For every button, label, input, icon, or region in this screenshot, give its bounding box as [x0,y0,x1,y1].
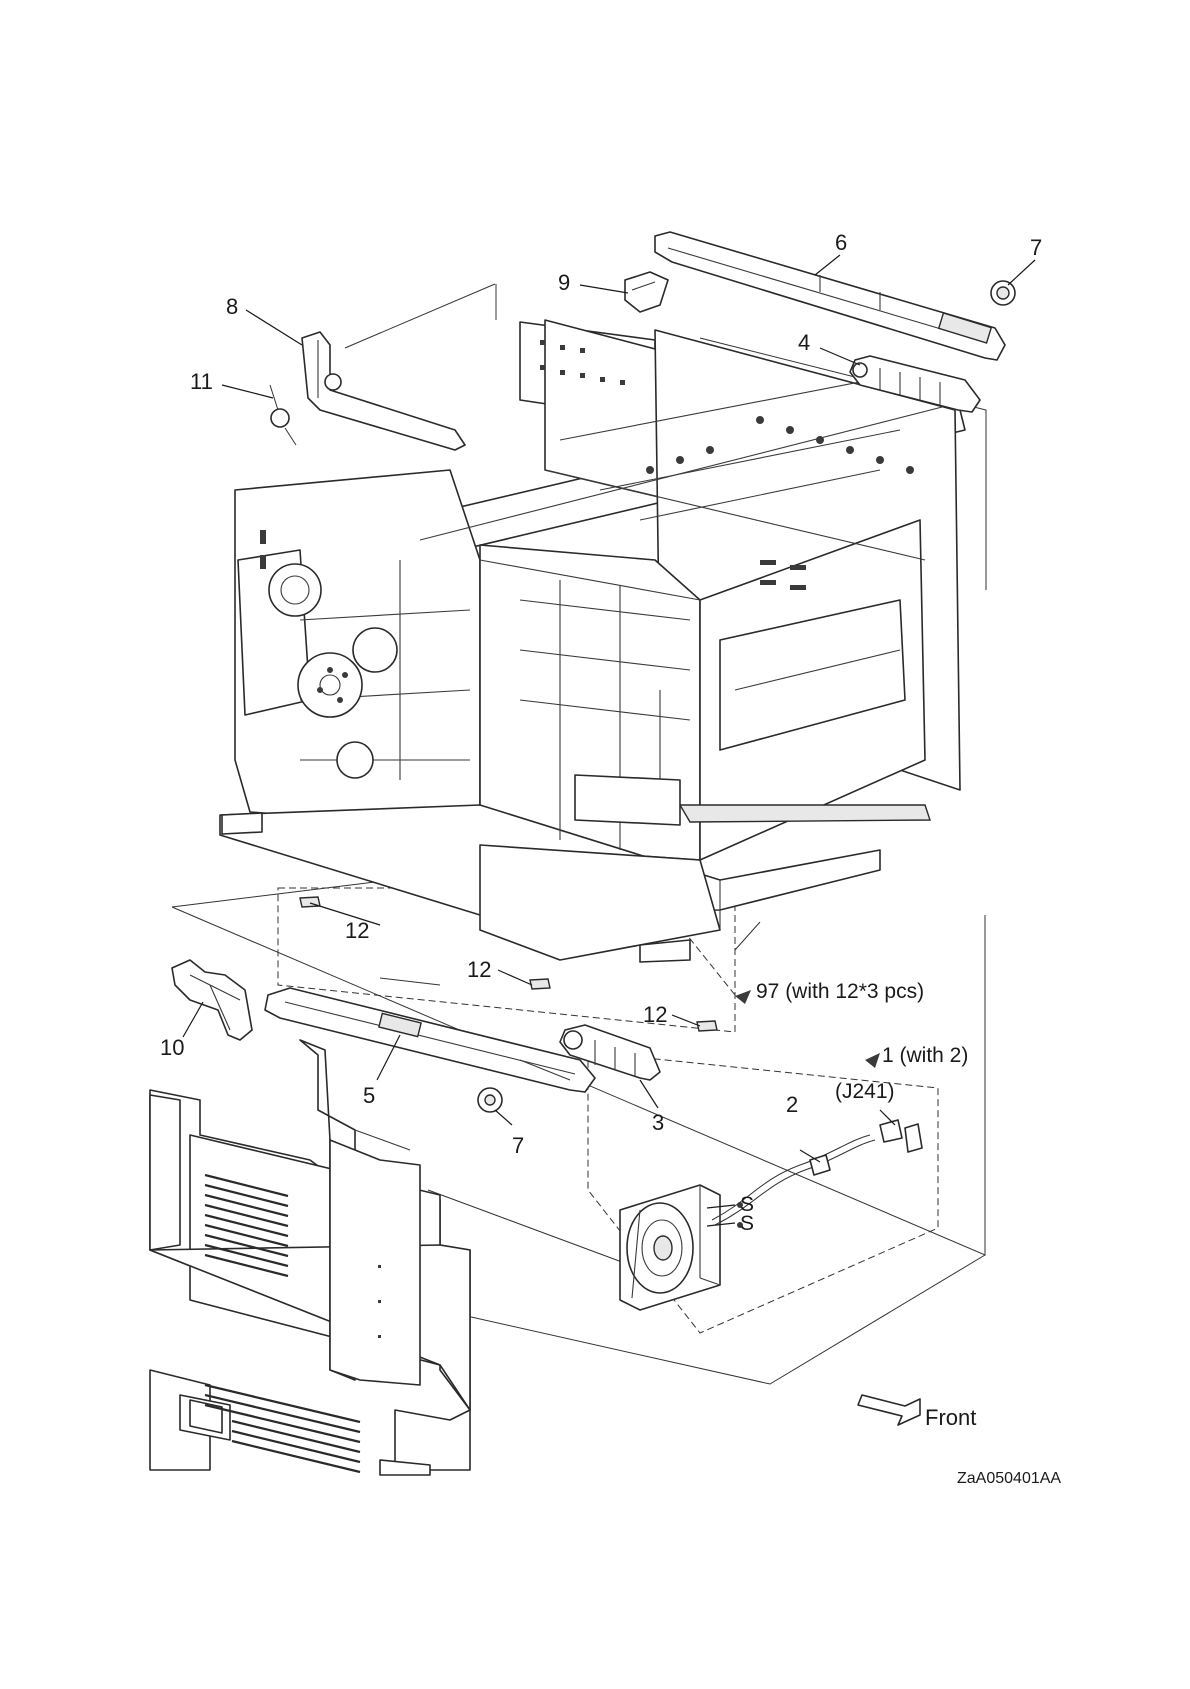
callout-2: 2 [786,1092,798,1117]
front-label: Front [925,1405,976,1430]
callout-5: 5 [363,1083,375,1108]
callout-7-bottom: 7 [512,1133,524,1158]
part-5-guide [265,988,595,1092]
callout-12-b: 12 [467,957,491,982]
callout-7-top: 7 [1030,235,1042,260]
screw-mark-2: S [740,1212,754,1235]
callout-8: 8 [226,294,238,319]
part-7-screw-bottom [478,1088,502,1112]
part-1-fan [620,1185,743,1310]
callout-1: 1 (with 2) [882,1044,968,1067]
callout-3: 3 [652,1110,664,1135]
callout-11: 11 [190,369,213,394]
callout-10: 10 [160,1035,184,1060]
callout-9: 9 [558,270,570,295]
arrow-97 [735,990,751,1004]
part-7-screw-top [991,281,1015,305]
part-9-clip [625,272,668,312]
rear-cover [150,1040,470,1475]
callout-6: 6 [835,230,847,255]
callout-4: 4 [798,330,810,355]
callout-97: 97 (with 12*3 pcs) [756,980,924,1003]
arrow-1 [865,1053,880,1068]
main-frame-assembly [220,320,965,962]
part-6-top-guide [655,232,1005,360]
callout-2-connector: (J241) [835,1080,895,1103]
part-11-spring [270,385,296,445]
front-arrow-icon [858,1395,920,1425]
part-8-bracket [302,332,465,450]
part-10-lever [172,960,252,1040]
callout-12-c: 12 [643,1002,667,1027]
callout-12-a: 12 [345,918,369,943]
drawing-code: ZaA050401AA [957,1470,1061,1487]
